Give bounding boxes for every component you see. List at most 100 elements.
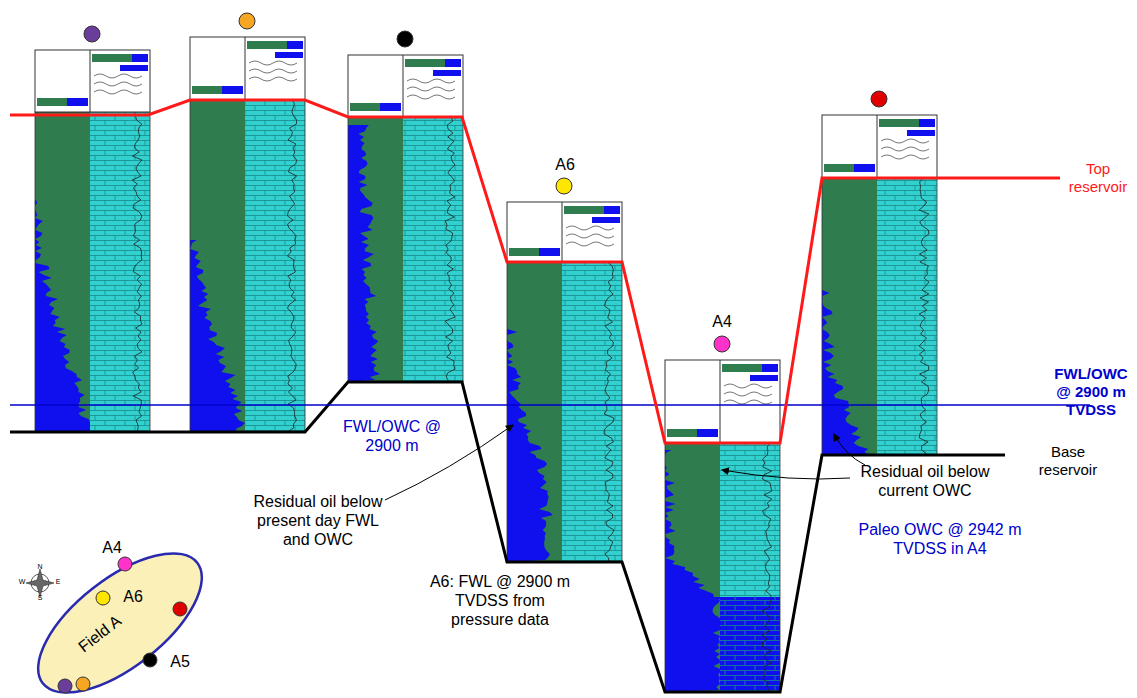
log-header — [348, 55, 463, 117]
header-bar — [132, 54, 148, 62]
log-frame — [348, 117, 463, 382]
well-marker — [556, 178, 572, 194]
water-saturation — [35, 200, 90, 432]
header-bar — [854, 164, 875, 172]
water-saturation — [348, 125, 380, 382]
compass — [26, 569, 54, 597]
header-curve — [724, 384, 772, 388]
log-header — [665, 360, 780, 443]
header-curve — [881, 155, 929, 159]
limestone-pattern — [245, 100, 305, 432]
log-frame — [35, 112, 150, 432]
header-curve — [724, 400, 772, 404]
header-divider — [90, 50, 91, 112]
header-bar — [37, 98, 67, 106]
header-curve — [407, 87, 455, 91]
lithology-track — [562, 262, 622, 562]
top-reservoir-line — [10, 100, 1060, 443]
header-bar — [405, 59, 445, 67]
header-bar — [287, 41, 303, 49]
compass-letter: S — [35, 594, 45, 602]
limestone-pattern — [90, 112, 150, 432]
log-curve — [287, 100, 297, 432]
header-curve — [94, 90, 142, 94]
leader-arrow — [722, 470, 850, 479]
header-bar — [697, 429, 718, 437]
limestone-pattern — [877, 178, 937, 455]
header-curve — [249, 77, 297, 81]
limestone-pattern — [562, 262, 622, 562]
header-curve — [94, 82, 142, 86]
leader-arrow — [834, 434, 865, 465]
header-bar — [222, 86, 243, 94]
compass-letter: W — [17, 578, 27, 586]
log-header — [35, 50, 150, 112]
well-location — [118, 557, 132, 571]
limestone-pattern — [720, 443, 780, 692]
well-marker — [871, 91, 887, 107]
well-location — [173, 602, 187, 616]
well-location — [143, 653, 157, 667]
log-frame — [190, 100, 305, 432]
log-track — [190, 100, 245, 432]
limestone-pattern — [403, 117, 463, 382]
header-curve — [94, 74, 142, 78]
header-bar — [92, 54, 132, 62]
well-marker — [714, 336, 730, 352]
lithology-track — [403, 117, 463, 382]
annotation: Residual oil below current OWC — [850, 462, 1000, 500]
header-bar — [192, 86, 222, 94]
header-bar — [539, 248, 560, 256]
header-curve — [249, 61, 297, 65]
log-curve — [604, 262, 614, 562]
header-divider — [245, 37, 246, 100]
map-well-name: A6 — [118, 587, 148, 606]
lithology-track — [720, 443, 780, 692]
header-bar — [604, 206, 620, 214]
log-frame — [822, 178, 937, 455]
header-curve — [249, 69, 297, 73]
water-saturation — [665, 450, 720, 692]
header-bar — [247, 41, 287, 49]
header-bar — [824, 164, 854, 172]
contact-label: FWL/OWC @ 2900 m — [337, 417, 447, 455]
water-saturation — [507, 320, 553, 562]
header-bar — [722, 364, 762, 372]
well-location — [96, 591, 110, 605]
header-divider — [720, 360, 721, 443]
header-curve — [407, 79, 455, 83]
log-curve — [445, 117, 455, 381]
header-bar — [592, 217, 620, 223]
header-bar — [919, 119, 935, 127]
log-track — [348, 117, 403, 382]
header-curve — [881, 147, 929, 151]
well-name: A6 — [545, 155, 585, 174]
header-divider — [562, 202, 563, 262]
horizon-label: Base reservoir — [1033, 443, 1103, 479]
field-outline: Field A — [20, 545, 220, 695]
log-header — [822, 115, 937, 178]
header-curve — [407, 95, 455, 99]
compass-letter: E — [53, 578, 63, 586]
well-name: A4 — [702, 312, 742, 331]
header-bar — [120, 65, 148, 71]
map-well-name: A4 — [97, 538, 127, 557]
header-bar — [750, 375, 778, 381]
header-curve — [724, 392, 772, 396]
header-bar — [275, 52, 303, 58]
log-track — [35, 112, 90, 432]
compass-letter: N — [35, 563, 45, 571]
header-bar — [762, 364, 778, 372]
log-frame — [665, 443, 780, 692]
log-track — [507, 262, 562, 562]
header-bar — [564, 206, 604, 214]
lithology-track — [877, 178, 937, 455]
header-curve — [566, 226, 614, 230]
header-curve — [566, 242, 614, 246]
compass-star — [26, 569, 54, 597]
lithology-track — [245, 100, 305, 432]
header-bar — [667, 429, 697, 437]
annotation: Residual oil below present day FWL and O… — [243, 492, 393, 549]
log-curve — [132, 112, 142, 432]
